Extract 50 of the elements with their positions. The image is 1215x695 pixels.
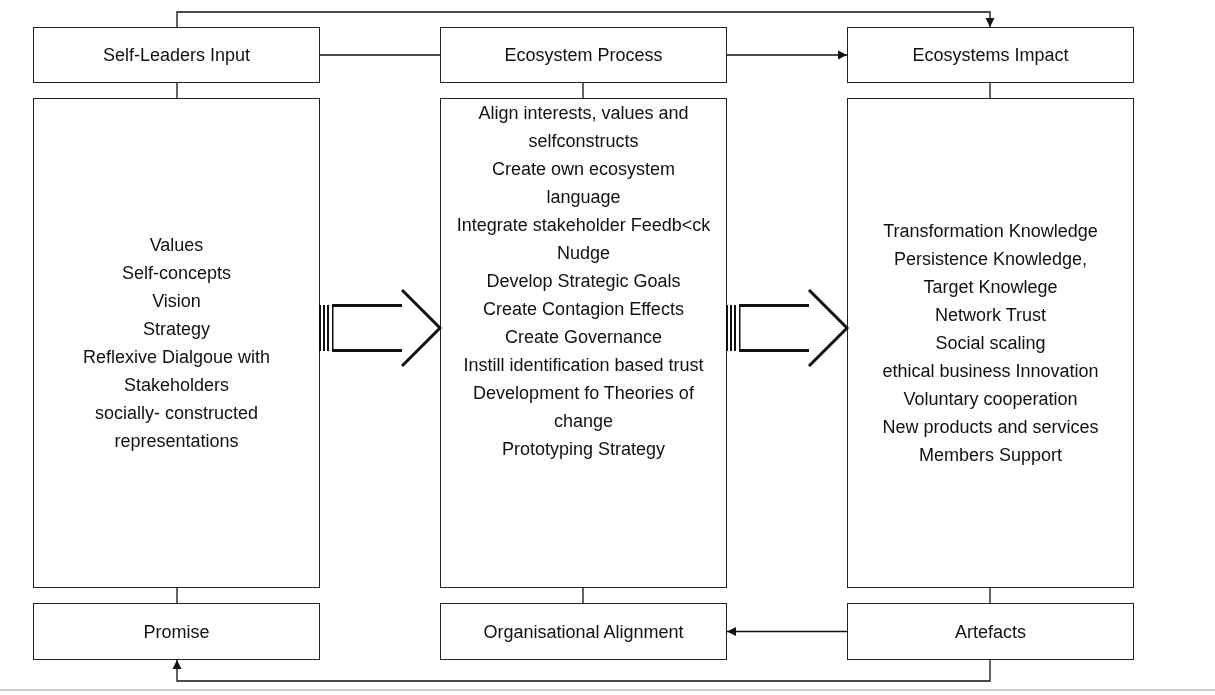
node-text: Values — [149, 234, 204, 257]
header-box — [440, 603, 727, 660]
node-text: Ecosystems Impact — [912, 44, 1069, 66]
connector-line — [989, 82, 991, 99]
header-box — [33, 603, 320, 660]
connector-line — [319, 54, 441, 56]
header-box — [847, 603, 1134, 660]
node-text: Target Knowlege — [923, 276, 1058, 299]
content-box — [847, 98, 1134, 588]
connector-line — [176, 82, 178, 99]
node-text: Members Support — [918, 444, 1063, 467]
arrow — [172, 659, 991, 682]
node-text: Prototyping Strategy — [501, 438, 666, 461]
header-box — [33, 27, 320, 83]
node-text: Social scaling — [935, 332, 1046, 355]
node-text: Organisational Alignment — [483, 620, 684, 643]
node-text: Self-Leaders Input — [102, 44, 251, 66]
node-text: Ecosystem Process — [504, 44, 663, 66]
node-text: Nudge — [556, 242, 610, 265]
node-text: ethical business Innovation — [882, 360, 1099, 383]
connector-line — [176, 587, 178, 604]
node-text: socially- constructed representations — [93, 402, 260, 453]
arrow — [726, 50, 848, 60]
node-text: Create Contagion Effects — [483, 298, 684, 321]
node-text: Instill identification based trust — [463, 354, 704, 377]
content-box — [440, 98, 727, 588]
node-text: Persistence Knowledge, — [893, 248, 1088, 271]
arrow — [726, 626, 848, 637]
node-text: Align interests, values and selfconstructs — [477, 102, 690, 153]
connector-line — [582, 82, 584, 99]
node-text: Development fo Theories of change — [472, 382, 695, 433]
arrow — [176, 11, 995, 28]
content-box — [33, 98, 320, 588]
node-text: Vision — [152, 290, 201, 313]
node-text: Transformation Knowledge — [883, 220, 1098, 243]
node-text: New products and services — [882, 416, 1099, 439]
node-text: Create Governance — [504, 326, 663, 349]
node-text: Promise — [143, 620, 210, 643]
connector-line — [582, 587, 584, 604]
node-text: Self-concepts — [121, 262, 232, 285]
node-text: Integrate stakeholder Feedb<ck — [456, 214, 711, 237]
connector-line — [989, 587, 991, 604]
node-text: Voluntary cooperation — [903, 388, 1078, 411]
node-text: Artefacts — [955, 620, 1026, 643]
node-text: Network Trust — [935, 304, 1046, 327]
node-text: Create own ecosystem language — [490, 158, 677, 209]
header-box — [440, 27, 727, 83]
node-text: Develop Strategic Goals — [486, 270, 681, 293]
header-box — [847, 27, 1134, 83]
node-text: Strategy — [142, 318, 210, 341]
